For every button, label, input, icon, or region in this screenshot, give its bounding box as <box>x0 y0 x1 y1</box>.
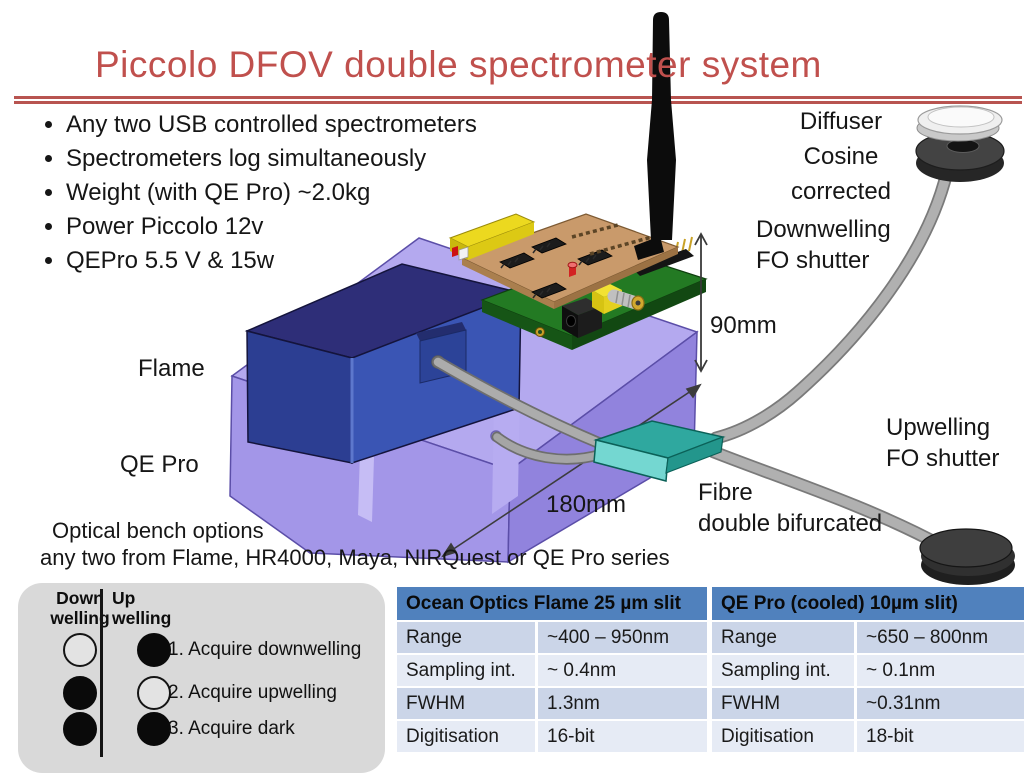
label-diffuser: Diffuser Cosine corrected <box>790 108 892 205</box>
bullet-item: QEPro 5.5 V & 15w <box>66 244 477 278</box>
bullet-item: Power Piccolo 12v <box>66 210 477 244</box>
bullet-item: Weight (with QE Pro) ~2.0kg <box>66 176 477 210</box>
legend-circle-down-2 <box>63 676 97 710</box>
legend-circle-down-3 <box>63 712 97 746</box>
bullet-item: Any two USB controlled spectrometers <box>66 108 477 142</box>
row-label: Digitisation <box>712 721 854 752</box>
table-row: FWHM ~0.31nm <box>712 688 1024 719</box>
row-label: FWHM <box>397 688 535 719</box>
table-row: Digitisation 16-bit <box>397 721 707 752</box>
legend-circle-down-1 <box>63 633 97 667</box>
legend-row-label: 2. Acquire upwelling <box>168 682 337 703</box>
legend-downwelling-header: Down welling <box>50 588 110 628</box>
row-label: Sampling int. <box>397 655 535 686</box>
legend-upwelling-header: Up welling <box>112 588 172 628</box>
label-fibre: Fibre double bifurcated <box>698 479 883 537</box>
dimension-arrow-180mm <box>441 383 702 558</box>
title-rule-bottom <box>14 101 1022 104</box>
spec-table-flame: Ocean Optics Flame 25 µm slit Range ~400… <box>397 587 707 752</box>
table-row: Range ~650 – 800nm <box>712 622 1024 653</box>
row-label: Digitisation <box>397 721 535 752</box>
cosine-diffuser-head <box>915 105 1005 182</box>
label-90mm: 90mm <box>710 312 777 339</box>
fibre-connector <box>593 420 726 482</box>
instrument-fibre-cables <box>432 356 612 465</box>
label-180mm: 180mm <box>546 491 627 518</box>
table-row: Sampling int. ~ 0.1nm <box>712 655 1024 686</box>
upwelling-cable <box>707 445 947 552</box>
row-value: 18-bit <box>857 721 1024 752</box>
bullet-list: Any two USB controlled spectrometers Spe… <box>20 108 477 278</box>
row-label: FWHM <box>712 688 854 719</box>
legend-divider <box>100 589 103 757</box>
spec-table-qe-pro: QE Pro (cooled) 10µm slit) Range ~650 – … <box>712 587 1024 752</box>
row-value: ~ 0.4nm <box>538 655 707 686</box>
row-value: ~0.31nm <box>857 688 1024 719</box>
legend-row-label: 3. Acquire dark <box>168 718 295 739</box>
row-value: ~400 – 950nm <box>538 622 707 653</box>
row-label: Range <box>712 622 854 653</box>
legend-circle-up-1 <box>137 633 171 667</box>
led-indicator <box>567 261 578 277</box>
upwelling-shutter-head <box>919 528 1015 585</box>
row-value: 1.3nm <box>538 688 707 719</box>
legend-row-label: 1. Acquire downwelling <box>168 639 362 660</box>
table-row: Range ~400 – 950nm <box>397 622 707 653</box>
label-optical-bench-list: any two from Flame, HR4000, Maya, NIRQue… <box>40 545 670 570</box>
row-value: ~ 0.1nm <box>857 655 1024 686</box>
page-title: Piccolo DFOV double spectrometer system <box>95 44 822 85</box>
downwelling-cable <box>709 165 954 445</box>
label-downwelling-shutter: Downwelling FO shutter <box>756 216 891 274</box>
table-header: QE Pro (cooled) 10µm slit) <box>712 587 1024 620</box>
label-optical-bench-options: Optical bench options <box>52 518 264 543</box>
table-row: Sampling int. ~ 0.4nm <box>397 655 707 686</box>
label-qe-pro: QE Pro <box>120 451 199 478</box>
label-flame: Flame <box>138 355 205 382</box>
row-value: 16-bit <box>538 721 707 752</box>
interface-board <box>448 213 680 309</box>
shutter-state-legend: Down welling Up welling 1. Acquire downw… <box>18 583 385 773</box>
row-value: ~650 – 800nm <box>857 622 1024 653</box>
sma-connector <box>592 284 645 314</box>
table-header: Ocean Optics Flame 25 µm slit <box>397 587 707 620</box>
dimension-arrow-90mm <box>694 232 708 373</box>
row-label: Range <box>397 622 535 653</box>
ic-chips <box>499 237 613 299</box>
header-hole-rows <box>571 223 653 256</box>
label-upwelling-shutter: Upwelling FO shutter <box>886 414 1000 472</box>
wifi-antenna <box>634 12 676 260</box>
battery-module <box>448 213 536 261</box>
table-row: Digitisation 18-bit <box>712 721 1024 752</box>
table-row: FWHM 1.3nm <box>397 688 707 719</box>
legend-circle-up-3 <box>137 712 171 746</box>
legend-circle-up-2 <box>137 676 171 710</box>
controller-pcb <box>480 236 708 350</box>
row-label: Sampling int. <box>712 655 854 686</box>
title-rule-top <box>14 96 1022 99</box>
bullet-item: Spectrometers log simultaneously <box>66 142 477 176</box>
